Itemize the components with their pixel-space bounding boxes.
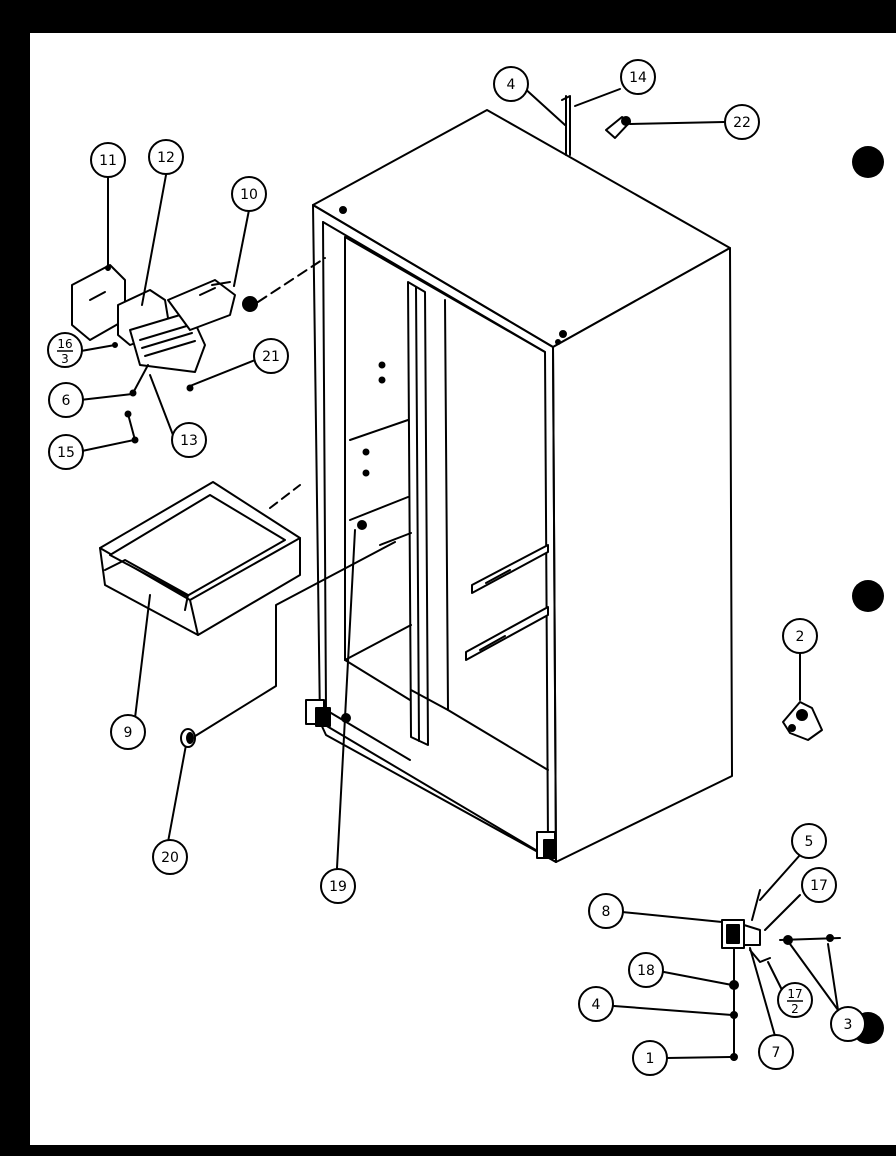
callout-label-c12: 12: [157, 150, 175, 166]
callout-circle-c17-2: [777, 982, 813, 1018]
callout-circle-c3: [830, 1006, 866, 1042]
callout-label-c22: 22: [733, 115, 751, 131]
callout-circle-c1: [632, 1040, 668, 1076]
water-valve-assembly: [721, 889, 841, 1061]
callout-circle-c14: [620, 59, 656, 95]
callout-label-c11: 11: [99, 153, 117, 169]
callout-label-c17-2: 17: [787, 987, 802, 1001]
callout-circle-c5: [791, 823, 827, 859]
callout-label-c7: 7: [772, 1045, 781, 1061]
punch-hole-middle: [852, 580, 884, 612]
callout-circle-c16-left: [47, 332, 83, 368]
callout-circle-c21: [253, 338, 289, 374]
callout-label-c4-top: 4: [507, 77, 516, 93]
callout-circle-c8: [588, 893, 624, 929]
callout-sublabel-c17-2: 2: [791, 1002, 799, 1016]
top-hinge-parts: [561, 95, 631, 156]
callout-label-c19: 19: [329, 879, 347, 895]
callout-label-c18: 18: [637, 963, 655, 979]
punch-hole-top: [852, 146, 884, 178]
callout-label-c16-left: 16: [57, 337, 72, 351]
callout-circle-c11: [90, 142, 126, 178]
callout-label-c9: 9: [124, 725, 133, 741]
callout-label-c10: 10: [240, 187, 258, 203]
callout-circle-c13: [171, 422, 207, 458]
callout-label-c4-bottom: 4: [592, 997, 601, 1013]
screw-part-19: [357, 520, 367, 530]
callout-label-c20: 20: [161, 850, 179, 866]
callout-label-c6: 6: [62, 393, 71, 409]
door-stop-part-2: [782, 701, 823, 741]
callout-circle-c18: [628, 952, 664, 988]
callout-label-c15: 15: [57, 445, 75, 461]
callout-circle-c9: [110, 714, 146, 750]
callout-label-c1: 1: [646, 1051, 655, 1067]
callout-sublabel-c16-left: 3: [61, 352, 69, 366]
callout-label-c8: 8: [602, 904, 611, 920]
callout-label-c5: 5: [805, 834, 814, 850]
refrigerator-cabinet: [305, 109, 733, 863]
callout-label-c13: 13: [180, 433, 198, 449]
callout-circle-c4-bottom: [578, 986, 614, 1022]
callout-circle-c6: [48, 382, 84, 418]
ice-maker-assembly: [71, 254, 326, 444]
callout-circle-c17: [801, 867, 837, 903]
callout-circle-c12: [148, 139, 184, 175]
callout-circle-c15: [48, 434, 84, 470]
grommet-part-20: [180, 728, 196, 748]
callout-label-c17: 17: [810, 878, 828, 894]
leader-lines: [79, 85, 839, 1059]
ice-bin: [99, 481, 301, 636]
callout-circle-c10: [231, 176, 267, 212]
callout-circle-c7: [758, 1034, 794, 1070]
callout-circle-c20: [152, 839, 188, 875]
callout-circle-c19: [320, 868, 356, 904]
callout-circle-c22: [724, 104, 760, 140]
callout-circle-c4-top: [493, 66, 529, 102]
callout-circle-c2: [782, 618, 818, 654]
callout-label-c3: 3: [844, 1017, 853, 1033]
callout-label-c14: 14: [629, 70, 647, 86]
callout-label-c2: 2: [796, 629, 805, 645]
callout-label-c21: 21: [262, 349, 280, 365]
